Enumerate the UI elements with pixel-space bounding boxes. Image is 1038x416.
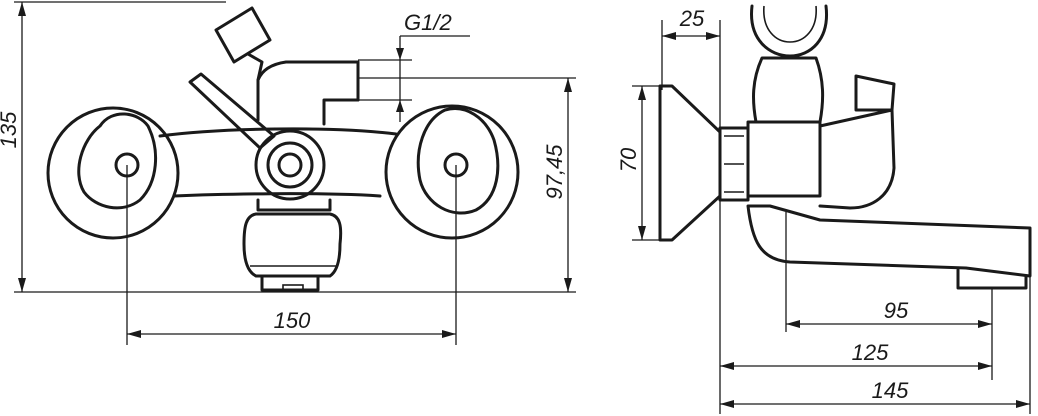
side-shower-holder <box>750 4 828 58</box>
front-view <box>46 6 520 292</box>
wall-flange <box>658 84 722 242</box>
side-lever-top <box>854 74 896 112</box>
dim-label-70: 70 <box>616 147 641 172</box>
side-spout <box>746 204 1032 278</box>
side-view <box>658 4 1032 290</box>
spout-neck <box>256 198 332 212</box>
body-bar-top <box>158 127 398 138</box>
dim-label-97-45: 97,45 <box>542 144 567 200</box>
right-handle-disc <box>384 104 520 240</box>
shower-connector <box>246 52 264 82</box>
dim-label-135: 135 <box>0 111 21 148</box>
upper-body <box>256 60 360 126</box>
diverter-ring-middle <box>266 141 314 189</box>
dim-label-145: 145 <box>872 378 909 403</box>
diverter-ring-outer <box>254 129 326 201</box>
dim-label-g1-2: G1/2 <box>404 10 452 35</box>
dim-label-95: 95 <box>884 298 909 323</box>
side-upper-body <box>752 56 825 124</box>
dim-label-125: 125 <box>852 340 889 365</box>
left-handle-lever <box>77 112 158 210</box>
diverter-ring-inner <box>277 152 303 178</box>
diverter-lever <box>188 72 276 150</box>
left-handle-disc <box>46 106 180 240</box>
side-dimensions: 25 70 95 125 145 <box>616 6 1031 414</box>
dim-label-150: 150 <box>274 308 311 333</box>
spout-mouth <box>260 274 320 292</box>
side-body <box>746 120 822 198</box>
aerator-slot <box>282 284 304 291</box>
dim-label-25: 25 <box>679 6 705 31</box>
shower-holder-block <box>214 6 272 64</box>
front-dimensions: 135 97,45 G1/2 150 <box>0 1 576 345</box>
spout-body <box>242 212 343 278</box>
right-handle-lever <box>416 107 500 215</box>
side-lever <box>818 108 896 210</box>
